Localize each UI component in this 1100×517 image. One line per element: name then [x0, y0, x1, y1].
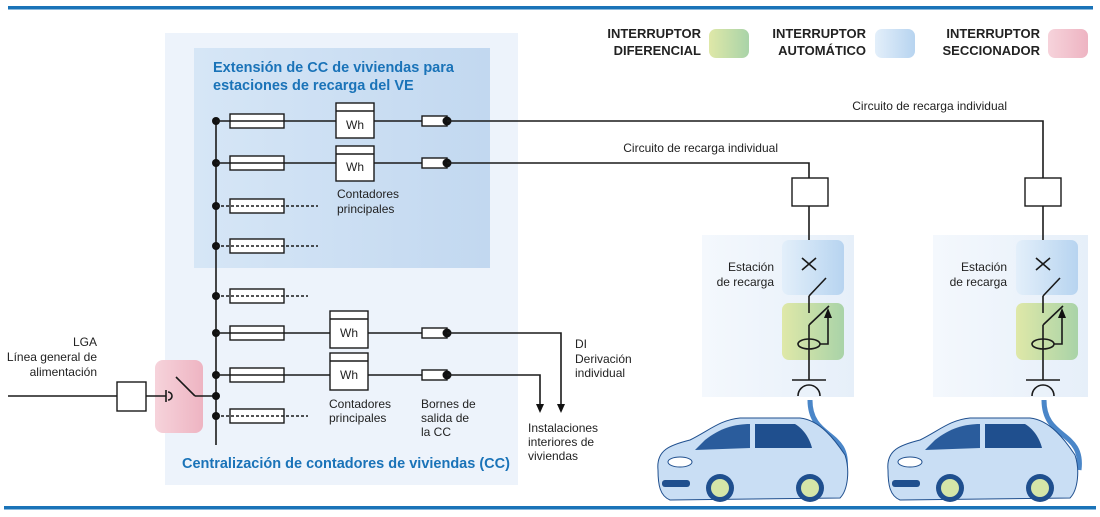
switch-blade: [808, 277, 827, 297]
legend: INTERRUPTOR DIFERENCIAL INTERRUPTOR AUTO…: [607, 26, 1088, 58]
legend-swatch-green: [709, 29, 749, 58]
charging-circuit-1: [447, 162, 810, 178]
meter-home-2: Wh: [329, 352, 369, 391]
trip-arrow-icon: [1058, 308, 1066, 318]
bottom-rule: [4, 506, 1096, 510]
top-rule: [8, 6, 1093, 10]
breaker-x-icon: [801, 257, 817, 271]
meters-caption-upper-line2: principales: [337, 202, 394, 216]
meter-label: Wh: [346, 160, 364, 174]
di-wire-2: [447, 374, 541, 408]
station-fuse-box: [791, 177, 829, 207]
breaker-x-icon: [1035, 257, 1051, 271]
meter-label: Wh: [340, 368, 358, 382]
charging-station-2: Estación de recarga: [950, 177, 1078, 397]
trip-arrow-icon: [824, 308, 832, 318]
lga-label-line2: Línea general de: [7, 350, 97, 364]
meter-label: Wh: [340, 326, 358, 340]
lga-fuse-box: [116, 381, 147, 412]
electric-car-1: [657, 399, 849, 502]
switch-blade: [808, 305, 830, 326]
legend-swatch-blue: [875, 29, 915, 58]
legend-label-line1: INTERRUPTOR: [946, 26, 1040, 41]
terminals-caption-line3: la CC: [421, 425, 451, 439]
socket-arc: [797, 384, 821, 397]
meter-label: Wh: [346, 118, 364, 132]
station-label-line1: Estación: [961, 260, 1007, 274]
di-label-line2: Derivación: [575, 352, 632, 366]
junction-dot: [212, 392, 220, 400]
meter-home-1: Wh: [329, 310, 369, 349]
legend-label-line1: INTERRUPTOR: [772, 26, 866, 41]
switch-blade: [1042, 305, 1064, 326]
meters-caption-upper-line1: Contadores: [337, 187, 399, 201]
di-label-line3: individual: [575, 366, 625, 380]
circuit-label-1: Circuito de recarga individual: [623, 141, 778, 155]
station-label-line2: de recarga: [950, 275, 1008, 289]
differential-breaker-highlight: [782, 303, 844, 360]
lga-label: LGA Línea general de alimentación: [7, 335, 97, 379]
legend-item-disconnector: INTERRUPTOR SECCIONADOR: [942, 26, 1088, 58]
electric-car-2: [887, 399, 1082, 502]
lga-label-line3: alimentación: [30, 365, 97, 379]
station-label-line2: de recarga: [717, 275, 775, 289]
circuit-label-2: Circuito de recarga individual: [852, 99, 1007, 113]
interior-label-line2: interiores de: [528, 435, 594, 449]
legend-swatch-pink: [1048, 29, 1088, 58]
socket-arc: [1031, 384, 1055, 397]
extension-title-line1: Extensión de CC de viviendas para: [213, 60, 455, 76]
centralization-title: Centralización de contadores de vivienda…: [182, 456, 510, 472]
interior-label-line3: viviendas: [528, 449, 578, 463]
switch-blade: [1042, 277, 1061, 297]
differential-breaker-highlight: [1016, 303, 1078, 360]
meters-caption-lower-line2: principales: [329, 411, 386, 425]
terminals-caption-line1: Bornes de: [421, 397, 476, 411]
interior-label-line1: Instalaciones: [528, 421, 598, 435]
meters-caption-lower-line1: Contadores: [329, 397, 391, 411]
charging-station-1: Estación de recarga: [717, 177, 844, 397]
arrow-down-icon: [557, 404, 565, 413]
meter-ev-1: Wh: [335, 102, 375, 139]
legend-label-line2: AUTOMÁTICO: [778, 43, 866, 58]
di-label-line1: DI: [575, 337, 587, 351]
extension-title-line2: estaciones de recarga del VE: [213, 78, 414, 94]
lga-label-line1: LGA: [73, 335, 97, 349]
legend-label-line2: DIFERENCIAL: [614, 43, 701, 58]
disconnector-highlight: [155, 360, 203, 433]
charging-cable: [1041, 399, 1082, 471]
meter-ev-2: Wh: [335, 145, 375, 182]
legend-item-differential: INTERRUPTOR DIFERENCIAL: [607, 26, 749, 58]
terminals-caption-line2: salida de: [421, 411, 469, 425]
arrow-down-icon: [536, 404, 544, 413]
legend-label-line2: SECCIONADOR: [942, 43, 1040, 58]
di-wire-1: [447, 332, 562, 408]
charging-circuit-2: [447, 120, 1044, 178]
legend-label-line1: INTERRUPTOR: [607, 26, 701, 41]
station-label-line1: Estación: [728, 260, 774, 274]
legend-item-automatic: INTERRUPTOR AUTOMÁTICO: [772, 26, 915, 58]
station-fuse-box: [1024, 177, 1062, 207]
branch-rows: [212, 113, 336, 424]
